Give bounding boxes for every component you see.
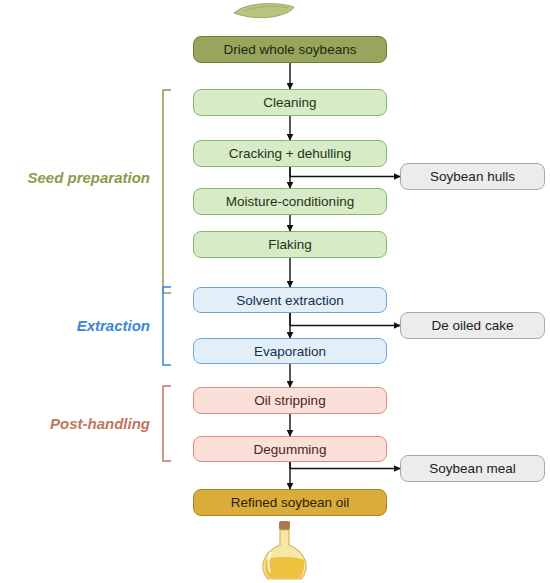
section-label: Post-handling (50, 415, 150, 433)
seed-preparation-bracket (163, 90, 171, 293)
output-box: Refined soybean oil (193, 489, 387, 516)
node-text: Cleaning (263, 95, 316, 110)
node-text: Evaporation (254, 344, 326, 359)
node-text: Cracking + dehulling (229, 146, 352, 161)
node-text: Flaking (268, 237, 312, 252)
process-box: Solvent extraction (193, 287, 387, 313)
byproduct-box: De oiled cake (400, 312, 545, 339)
flow-arrow (289, 462, 290, 489)
node-text: Dried whole soybeans (224, 42, 357, 57)
flow-arrow (290, 462, 400, 469)
flow-arrow (290, 313, 400, 326)
node-text: Soybean meal (429, 461, 515, 476)
process-box: Degumming (193, 436, 387, 462)
flow-arrow (289, 167, 290, 188)
flow-arrow (289, 414, 290, 436)
section-label: Seed preparation (27, 169, 150, 187)
process-box: Cracking + dehulling (193, 140, 387, 167)
input-box: Dried whole soybeans (193, 36, 387, 63)
node-text: Degumming (254, 442, 327, 457)
process-box: Evaporation (193, 338, 387, 364)
flow-arrow (289, 364, 290, 387)
flow-arrow (289, 313, 290, 338)
extraction-bracket (163, 287, 171, 365)
node-text: Moisture-conditioning (226, 194, 354, 209)
oil-bottle-illustration (263, 521, 306, 579)
node-text: Soybean hulls (430, 169, 515, 184)
node-text: De oiled cake (432, 318, 514, 333)
flow-arrow (290, 167, 400, 177)
process-box: Cleaning (193, 89, 387, 116)
post-handling-bracket (163, 386, 171, 461)
node-text: Refined soybean oil (231, 495, 350, 510)
node-text: Oil stripping (254, 393, 325, 408)
process-box: Flaking (193, 231, 387, 258)
process-box: Oil stripping (193, 387, 387, 414)
byproduct-box: Soybean meal (400, 455, 545, 482)
flow-arrow (289, 116, 290, 140)
flow-arrow (289, 215, 290, 231)
flow-arrow (289, 258, 290, 287)
byproduct-box: Soybean hulls (400, 163, 545, 190)
flow-arrow (289, 63, 290, 89)
soybean-pod-illustration (234, 4, 294, 18)
process-box: Moisture-conditioning (193, 188, 387, 215)
section-label: Extraction (77, 317, 150, 335)
node-text: Solvent extraction (236, 293, 343, 308)
